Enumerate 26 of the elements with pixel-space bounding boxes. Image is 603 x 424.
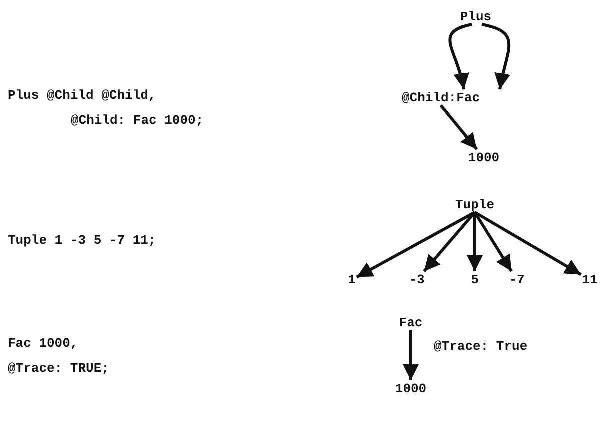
code-line: Fac 1000,	[8, 336, 78, 351]
node-label: Tuple	[456, 198, 494, 212]
arrow	[467, 212, 483, 272]
arrow	[403, 330, 419, 380]
code-line: Tuple 1 -3 5 -7 11;	[8, 233, 156, 248]
code-line: Plus @Child @Child,	[8, 88, 156, 103]
node-label: 1000	[468, 150, 500, 166]
node-label: 11	[582, 272, 598, 288]
edge-label: @Trace: True	[432, 339, 530, 354]
arrow	[423, 212, 476, 272]
arrow	[482, 23, 511, 90]
node-label: Fac	[399, 316, 423, 330]
arrow	[474, 211, 582, 276]
node-label: 5	[471, 272, 479, 288]
code-line: @Trace: TRUE;	[8, 361, 110, 376]
arrow	[356, 211, 476, 279]
node-label: -7	[509, 272, 525, 288]
arrow	[448, 23, 472, 90]
node-label: 1000	[395, 382, 427, 396]
node-label: @Child:Fac	[402, 90, 480, 106]
node-label: Plus	[460, 10, 492, 24]
code-line: @Child: Fac 1000;	[71, 113, 204, 128]
arrow	[474, 212, 513, 272]
node-label: -3	[409, 272, 425, 288]
arrow	[440, 104, 478, 150]
node-label: 1	[348, 272, 356, 288]
